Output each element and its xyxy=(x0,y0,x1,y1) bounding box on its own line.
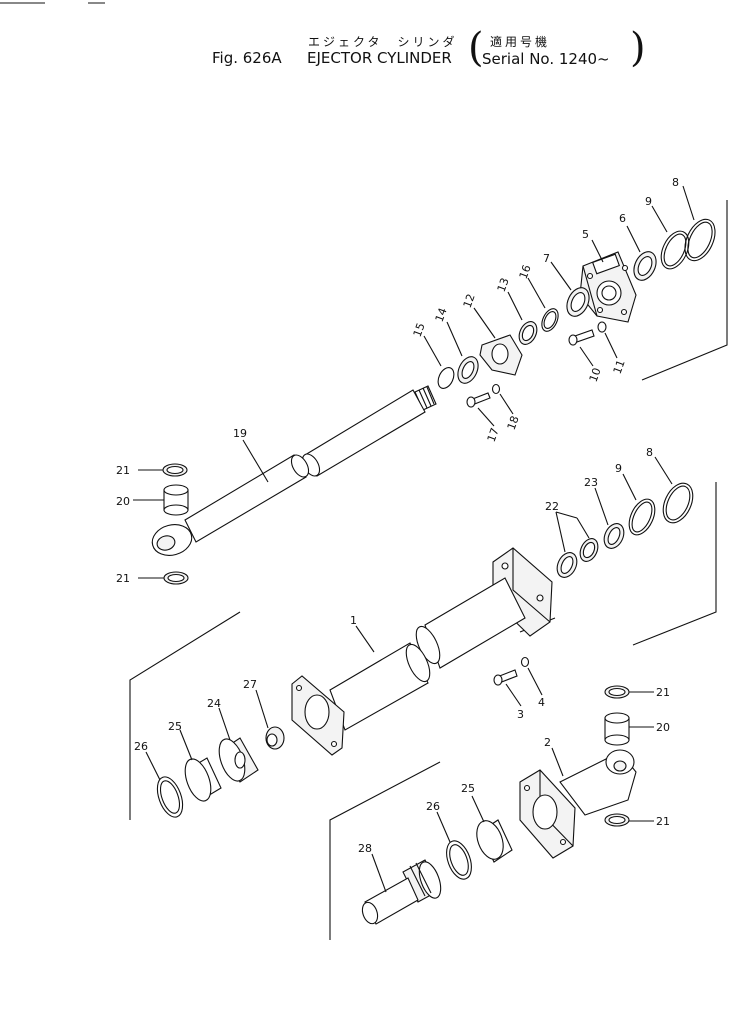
callout-10: 10 xyxy=(587,366,604,384)
callout-16: 16 xyxy=(517,263,534,281)
callout-27: 27 xyxy=(243,678,257,691)
part-19-piston-rod xyxy=(151,385,437,556)
callout-18: 18 xyxy=(505,414,522,432)
part-22-packing-set xyxy=(556,538,599,578)
part-13-bushing xyxy=(518,321,538,345)
assembly-boundary-lines xyxy=(129,200,728,940)
callout-6: 6 xyxy=(619,212,626,225)
title-japanese: エジェクタ シリンダ xyxy=(308,35,458,49)
callout-9-lower: 9 xyxy=(615,462,622,475)
part-21-bushing-rod-top xyxy=(162,463,188,477)
callout-8-lower: 8 xyxy=(646,446,653,459)
open-paren: ( xyxy=(468,25,484,71)
callout-21-base-top: 21 xyxy=(656,686,670,699)
callout-2: 2 xyxy=(544,736,551,749)
part-7-bearing xyxy=(566,287,590,317)
part-9-backup-ring-upper xyxy=(660,230,690,270)
callout-21-base-bottom: 21 xyxy=(656,815,670,828)
figure-label: Fig. 626A xyxy=(212,49,282,67)
part-16-ring xyxy=(541,308,559,332)
part-25-wear-ring-upper xyxy=(184,757,222,802)
part-27-nut xyxy=(265,726,285,750)
part-21-bushing-base-top xyxy=(604,685,630,699)
part-18-washer xyxy=(491,383,501,395)
callout-17: 17 xyxy=(485,426,502,444)
part-4-washer xyxy=(520,656,530,668)
part-5-head-cover xyxy=(579,251,637,323)
part-14-wiper xyxy=(457,356,479,384)
callout-12: 12 xyxy=(461,292,478,310)
part-1-cylinder-tube xyxy=(291,547,553,756)
callout-7: 7 xyxy=(543,252,550,265)
callout-26-lower: 26 xyxy=(426,800,440,813)
part-21-bushing-base-bottom xyxy=(604,813,630,827)
part-8-o-ring-lower xyxy=(662,482,694,524)
callout-28: 28 xyxy=(358,842,372,855)
callout-25-upper: 25 xyxy=(168,720,182,733)
part-8-o-ring-upper xyxy=(684,218,716,262)
callout-19: 19 xyxy=(233,427,247,440)
part-20-bushing-rod xyxy=(163,484,189,516)
part-25-wear-ring-lower xyxy=(476,819,513,863)
callout-leader-lines xyxy=(133,185,695,893)
callout-20-rod: 20 xyxy=(116,495,130,508)
callout-15: 15 xyxy=(411,321,428,339)
part-21-bushing-rod-bottom xyxy=(163,571,189,585)
part-6-seal xyxy=(633,251,657,281)
part-3-bolt xyxy=(493,669,518,686)
part-9-backup-ring-lower xyxy=(628,498,656,536)
callout-8-upper: 8 xyxy=(672,176,679,189)
callout-14: 14 xyxy=(433,306,450,324)
callout-labels: 8 9 6 5 7 16 13 12 14 15 10 11 17 18 19 … xyxy=(116,176,679,855)
part-20-bushing-base xyxy=(604,712,630,746)
callout-4: 4 xyxy=(538,696,545,709)
part-26-seal-ring-lower xyxy=(446,840,472,880)
part-28-plunger xyxy=(361,859,442,925)
serial-number-label: Serial No. 1240~ xyxy=(482,50,610,68)
callout-20-base: 20 xyxy=(656,721,670,734)
part-2-cylinder-base xyxy=(519,749,637,859)
callout-23: 23 xyxy=(584,476,598,489)
part-24-piston xyxy=(218,737,259,783)
callout-1: 1 xyxy=(350,614,357,627)
close-paren: ) xyxy=(630,25,646,71)
callout-13: 13 xyxy=(495,276,512,294)
part-12-flange xyxy=(479,334,523,376)
callout-9-upper: 9 xyxy=(645,195,652,208)
callout-11: 11 xyxy=(611,358,628,376)
callout-3: 3 xyxy=(517,708,524,721)
part-15-snap-ring xyxy=(437,367,455,389)
applicable-label-japanese: 適用号機 xyxy=(490,35,551,49)
part-23-bushing xyxy=(603,523,625,549)
callout-21-rod-bottom: 21 xyxy=(116,572,130,585)
callout-24: 24 xyxy=(207,697,221,710)
callout-26-upper: 26 xyxy=(134,740,148,753)
callout-5: 5 xyxy=(582,228,589,241)
callout-22: 22 xyxy=(545,500,559,513)
callout-25-lower: 25 xyxy=(461,782,475,795)
part-17-bolt xyxy=(466,392,491,408)
part-11-washer xyxy=(597,321,607,333)
callout-21-rod-top: 21 xyxy=(116,464,130,477)
part-10-bolt xyxy=(568,329,595,346)
part-26-seal-ring-upper xyxy=(156,776,184,818)
title-english: EJECTOR CYLINDER xyxy=(307,49,452,67)
